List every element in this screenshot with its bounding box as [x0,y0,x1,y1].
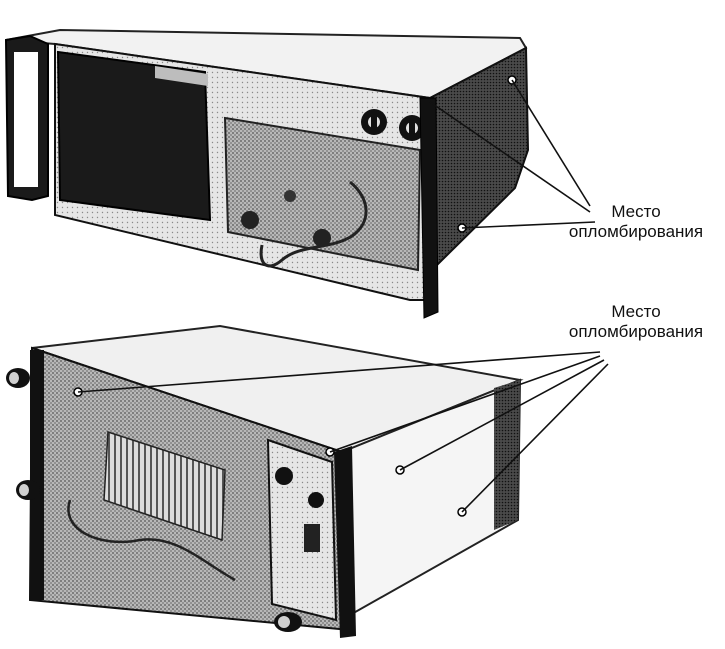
top-unit-display-window [56,50,212,222]
top-unit-jack-right-icon [399,115,425,141]
seal-label-line2: опломбирования [568,222,704,241]
bottom-unit-jack-icon [308,492,324,508]
bottom-leader-line [329,355,601,453]
bottom-unit-terminal-icon [274,612,302,632]
bottom-unit-jack-icon [275,467,293,485]
top-unit-window-highlight [155,66,208,86]
top-unit-knob-icon [284,190,296,202]
top-unit-knob-icon [241,211,259,229]
bottom-unit-cable [67,499,236,582]
top-unit-handle-slot [14,52,38,187]
top-unit-knob-icon [313,229,331,247]
bottom-unit-heatsink [103,430,226,542]
bottom-unit-rack-post [334,446,356,638]
top-unit-jack-left-icon [361,109,387,135]
top-unit-center-module [223,116,422,272]
top-leader-line [461,221,596,229]
bottom-unit-socket-icon [304,524,320,552]
top-unit-rack-post [419,97,439,319]
top-unit-cable [259,180,368,268]
bottom-leader-line [399,359,605,471]
top-leader-line [429,101,591,213]
seal-location-label-bottom: Место опломбирования [546,302,725,342]
bottom-unit-photo [6,324,609,638]
seal-location-label-top: Место опломбирования [546,202,725,242]
bottom-unit-connector-module [266,438,338,622]
top-leader-line [511,79,591,207]
seal-label-line1: Место [611,302,661,321]
bottom-leader-line [77,351,601,393]
bottom-unit-terminal-icon [16,480,40,500]
bottom-unit-side-stripe [494,380,520,530]
seal-label-line2: опломбирования [568,322,704,341]
bottom-unit-terminal-icon [6,368,30,388]
top-unit-photo [4,28,596,319]
bottom-leader-line [461,363,609,513]
seal-label-line1: Место [611,202,661,221]
bottom-unit-left-post [30,350,44,600]
